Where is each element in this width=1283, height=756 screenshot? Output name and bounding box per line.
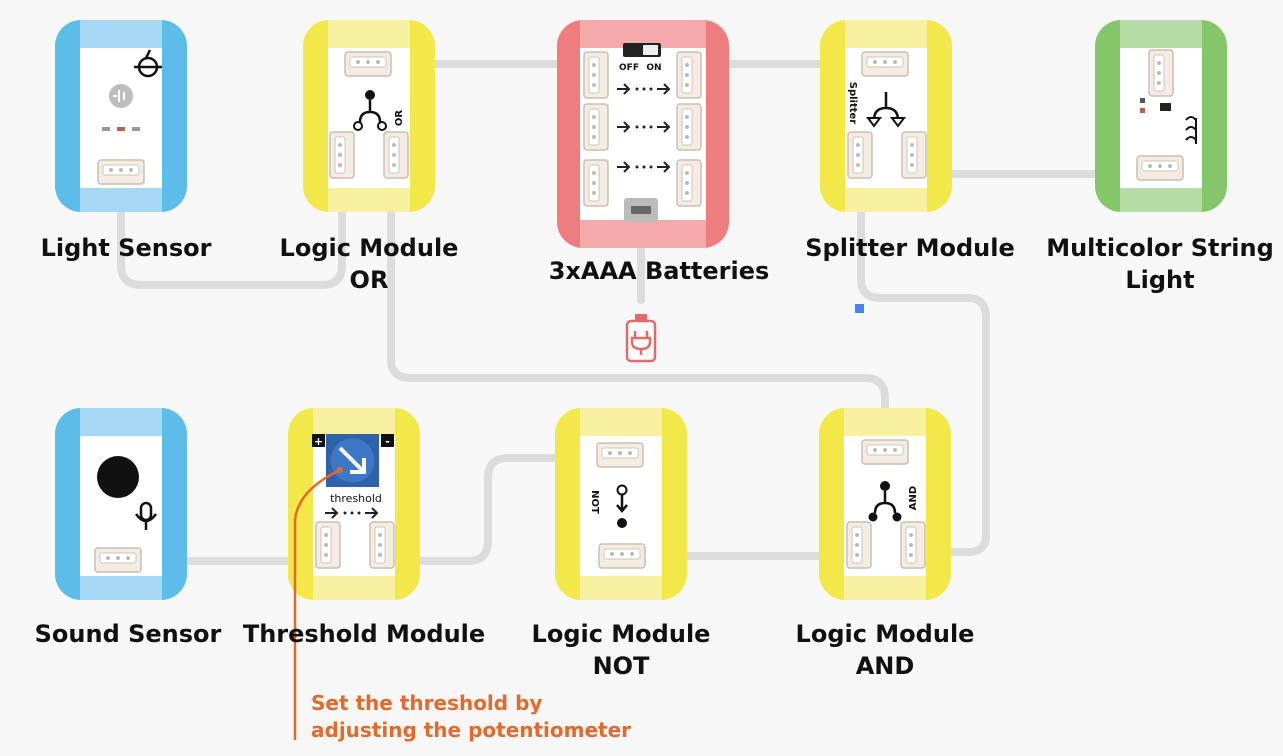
logic-not-label-line2: NOT <box>592 652 650 680</box>
sound-sensor-module <box>55 408 187 600</box>
switch-on-label: ON <box>646 63 661 73</box>
wire-or-to-and <box>387 181 889 449</box>
string-light-module <box>1095 20 1227 212</box>
photoresistor-icon <box>109 84 133 108</box>
splitter-module: Splitter <box>820 20 952 212</box>
split-arrow-icon <box>866 92 906 128</box>
string-light-label-line1: Multicolor String <box>1046 234 1274 262</box>
or-board-text: OR <box>394 110 405 127</box>
logic-or-module: OR <box>303 20 435 212</box>
or-gate-icon <box>353 90 387 131</box>
usb-port[interactable] <box>624 198 658 222</box>
wire-threshold-to-not <box>387 454 624 565</box>
annotation-line2: adjusting the potentiometer <box>311 718 632 742</box>
threshold-plus: + <box>314 435 323 448</box>
logic-or-label-line2: OR <box>349 266 389 294</box>
threshold-module: + - threshold <box>288 408 420 600</box>
and-gate-icon <box>868 481 902 522</box>
selection-handle[interactable] <box>855 304 864 313</box>
battery-charging-icon <box>625 314 657 363</box>
annotation-line1: Set the threshold by <box>311 691 543 715</box>
wire-light-to-or <box>117 181 346 289</box>
threshold-annotation-pointer <box>293 467 343 740</box>
batteries-label: 3xAAA Batteries <box>548 257 770 285</box>
battery-module: OFF ON <box>557 20 729 248</box>
logic-not-label-line1: Logic Module <box>531 620 711 648</box>
switch-off-label: OFF <box>619 63 639 73</box>
threshold-minus: - <box>385 435 390 448</box>
light-sensor-label: Light Sensor <box>40 234 212 262</box>
string-light-icon <box>1185 116 1197 144</box>
light-sensor-icon <box>134 49 162 78</box>
splitter-board-text: Splitter <box>847 82 858 125</box>
not-board-text: NOT <box>589 490 600 514</box>
threshold-board-text: threshold <box>330 492 382 505</box>
string-light-label-line2: Light <box>1125 266 1195 294</box>
threshold-label: Threshold Module <box>242 620 486 648</box>
splitter-label: Splitter Module <box>805 234 1015 262</box>
microphone-icon <box>134 501 158 530</box>
logic-or-label-line1: Logic Module <box>279 234 459 262</box>
and-board-text: AND <box>908 486 919 510</box>
light-sensor-module <box>55 20 187 212</box>
power-switch[interactable] <box>623 43 661 57</box>
wire-splitter-to-and <box>857 181 990 556</box>
logic-and-module: AND <box>819 408 951 600</box>
sound-sensor-label: Sound Sensor <box>34 620 222 648</box>
potentiometer[interactable] <box>326 434 379 487</box>
logic-not-module: NOT <box>555 408 687 600</box>
microphone-capsule <box>97 456 139 498</box>
logic-and-label-line2: AND <box>855 652 915 680</box>
logic-and-label-line1: Logic Module <box>795 620 975 648</box>
not-gate-icon <box>616 484 628 528</box>
